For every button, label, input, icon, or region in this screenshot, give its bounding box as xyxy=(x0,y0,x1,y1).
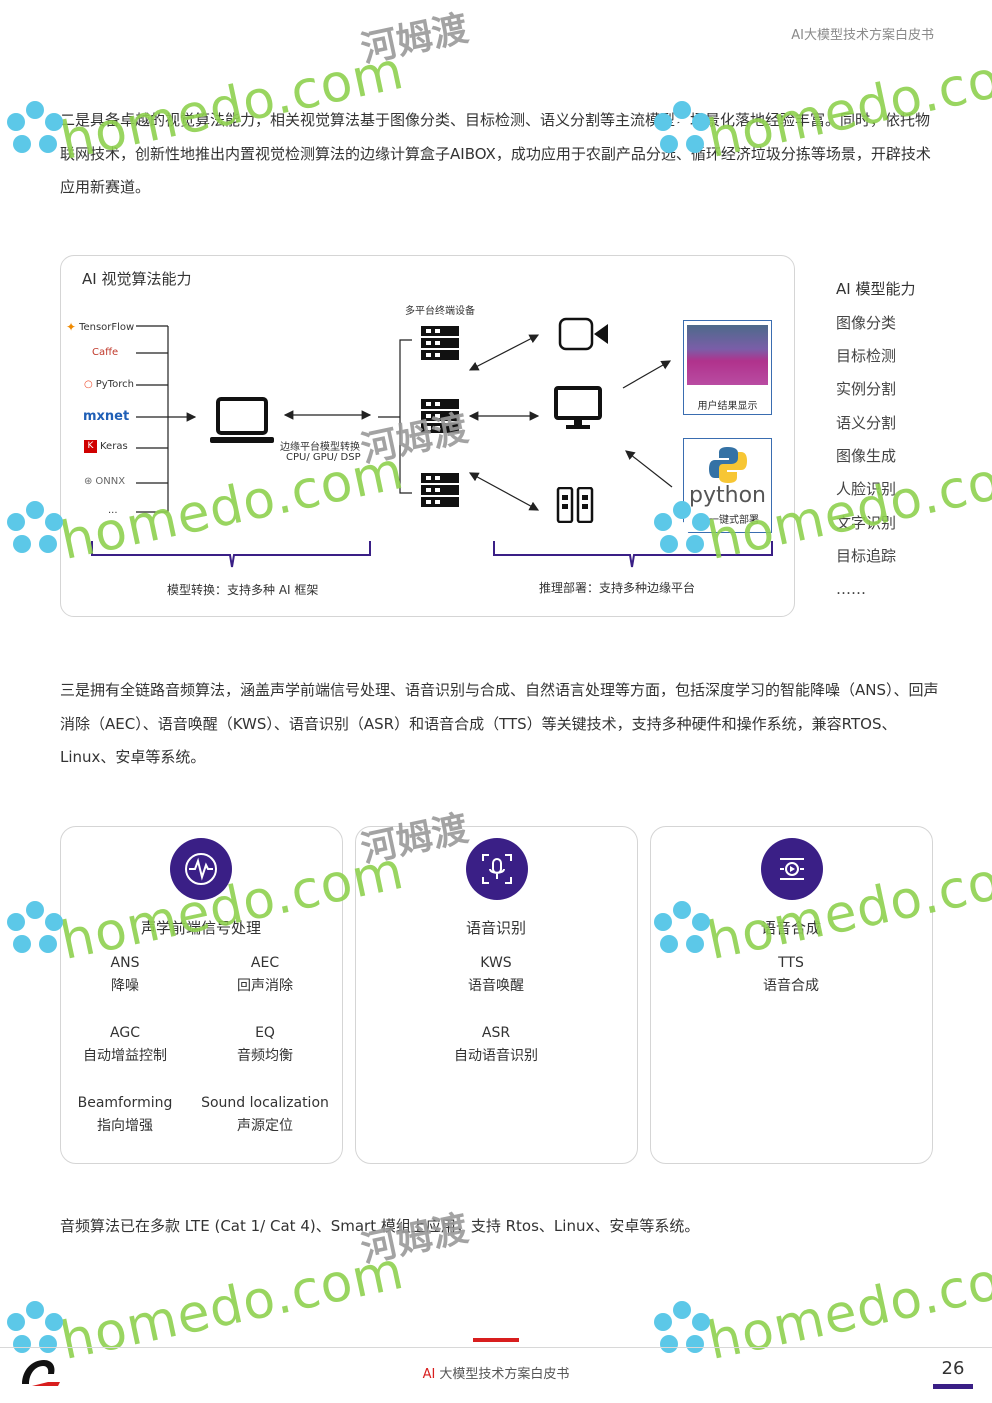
edge-device-icon xyxy=(556,486,596,527)
page-number-bar xyxy=(933,1384,973,1389)
deploy-panel: python AI 一键式部署 xyxy=(683,438,772,533)
footer-accent-bar xyxy=(473,1338,519,1342)
feature-sound-localization: Sound localization 声源定位 xyxy=(201,1095,329,1134)
page-number: 26 xyxy=(941,1358,965,1379)
play-media-icon xyxy=(761,838,823,900)
diagram-title: AI 视觉算法能力 xyxy=(82,270,192,288)
side-list-item: 人脸识别 xyxy=(836,480,897,498)
feature-tts: TTS 语音合成 xyxy=(763,955,819,994)
feature-aec: AEC 回声消除 xyxy=(237,955,293,994)
watermark: homedo.com xyxy=(55,1240,410,1372)
laptop-icon xyxy=(210,397,274,449)
edge-hardware-label: CPU/ GPU/ DSP xyxy=(286,452,361,463)
caption-model-conversion: 模型转换：支持多种 AI 框架 xyxy=(167,583,319,597)
side-list-item: …… xyxy=(836,580,866,598)
side-list-item: 目标检测 xyxy=(836,347,897,365)
caption-inference-deploy: 推理部署：支持多种边缘平台 xyxy=(539,581,696,595)
vision-diagram xyxy=(60,255,795,617)
paragraph-audio: 三是拥有全链路音频算法，涵盖声学前端信号处理、语音识别与合成、自然语言处理等方面… xyxy=(60,681,939,766)
feature-ans: ANS 降噪 xyxy=(110,955,140,994)
keras-icon: K xyxy=(84,440,97,453)
card-acoustic-frontend xyxy=(60,826,343,1164)
paragraph-audio-deployment: 音频算法已在多款 LTE (Cat 1/ Cat 4)、Smart 模组上应用，… xyxy=(60,1217,700,1235)
paragraph-vision: 二是具备卓越的视觉算法能力，相关视觉算法基于图像分类、目标检测、语义分割等主流模… xyxy=(60,111,931,196)
diagram-connectors xyxy=(91,325,773,568)
feature-kws: KWS 语音唤醒 xyxy=(468,955,524,994)
framework-mxnet: mxnet xyxy=(83,409,130,424)
feature-beamforming: Beamforming 指向增强 xyxy=(77,1095,173,1134)
python-logo-icon xyxy=(708,445,748,485)
monitor-icon xyxy=(554,386,602,436)
side-list-item: 图像生成 xyxy=(836,447,897,465)
card-speech-synthesis xyxy=(650,826,933,1164)
watermark: homedo.com xyxy=(702,1240,992,1372)
feature-eq: EQ 音频均衡 xyxy=(237,1025,293,1064)
server-icon xyxy=(420,472,460,512)
side-list-item: 目标追踪 xyxy=(836,547,897,565)
segmentation-image xyxy=(687,325,768,385)
multi-platform-label: 多平台终端设备 xyxy=(405,306,475,317)
footer-divider xyxy=(0,1347,992,1348)
edge-label: 边缘平台模型转换 xyxy=(280,442,360,453)
header-title: AI大模型技术方案白皮书 xyxy=(791,28,934,43)
card-title: 声学前端信号处理 xyxy=(140,919,261,937)
framework-keras: K Keras xyxy=(84,440,128,453)
flower-watermark-icon xyxy=(4,1298,66,1364)
pytorch-icon: ○ xyxy=(84,379,93,390)
server-icon xyxy=(420,325,460,365)
side-list-item: 语义分割 xyxy=(836,414,897,432)
side-list-item: 实例分割 xyxy=(836,380,897,398)
feature-agc: AGC 自动增益控制 xyxy=(83,1025,167,1064)
framework-tensorflow: ✦ TensorFlow xyxy=(66,320,135,334)
footer-title: AI 大模型技术方案白皮书 xyxy=(422,1367,570,1382)
result-panel: 用户结果显示 xyxy=(683,320,772,415)
flower-watermark-icon xyxy=(651,1298,713,1364)
side-list-item: 文字识别 xyxy=(836,514,897,532)
microphone-icon xyxy=(466,838,528,900)
waveform-icon xyxy=(170,838,232,900)
server-icon xyxy=(420,398,460,438)
deploy-label: AI 一键式部署 xyxy=(696,515,759,526)
result-label: 用户结果显示 xyxy=(697,401,758,412)
framework-pytorch: ○ PyTorch xyxy=(84,379,134,390)
side-list-title: AI 模型能力 xyxy=(836,280,916,298)
framework-more: ... xyxy=(108,505,118,516)
flower-watermark-icon xyxy=(4,98,66,164)
watermark-cn: 河姆渡 xyxy=(357,8,472,71)
framework-caffe: Caffe xyxy=(92,347,119,358)
onnx-icon: ⊛ xyxy=(84,476,93,487)
card-title: 语音识别 xyxy=(465,919,526,937)
company-logo-icon xyxy=(18,1356,62,1394)
card-title: 语音合成 xyxy=(760,919,821,937)
feature-asr: ASR 自动语音识别 xyxy=(454,1025,538,1064)
python-text: python xyxy=(689,483,766,508)
tensorflow-icon: ✦ xyxy=(66,320,77,334)
flower-watermark-icon xyxy=(4,498,66,564)
camera-icon xyxy=(558,316,610,356)
framework-onnx: ⊛ ONNX xyxy=(84,476,126,487)
side-list-item: 图像分类 xyxy=(836,314,897,332)
card-speech-recognition xyxy=(355,826,638,1164)
